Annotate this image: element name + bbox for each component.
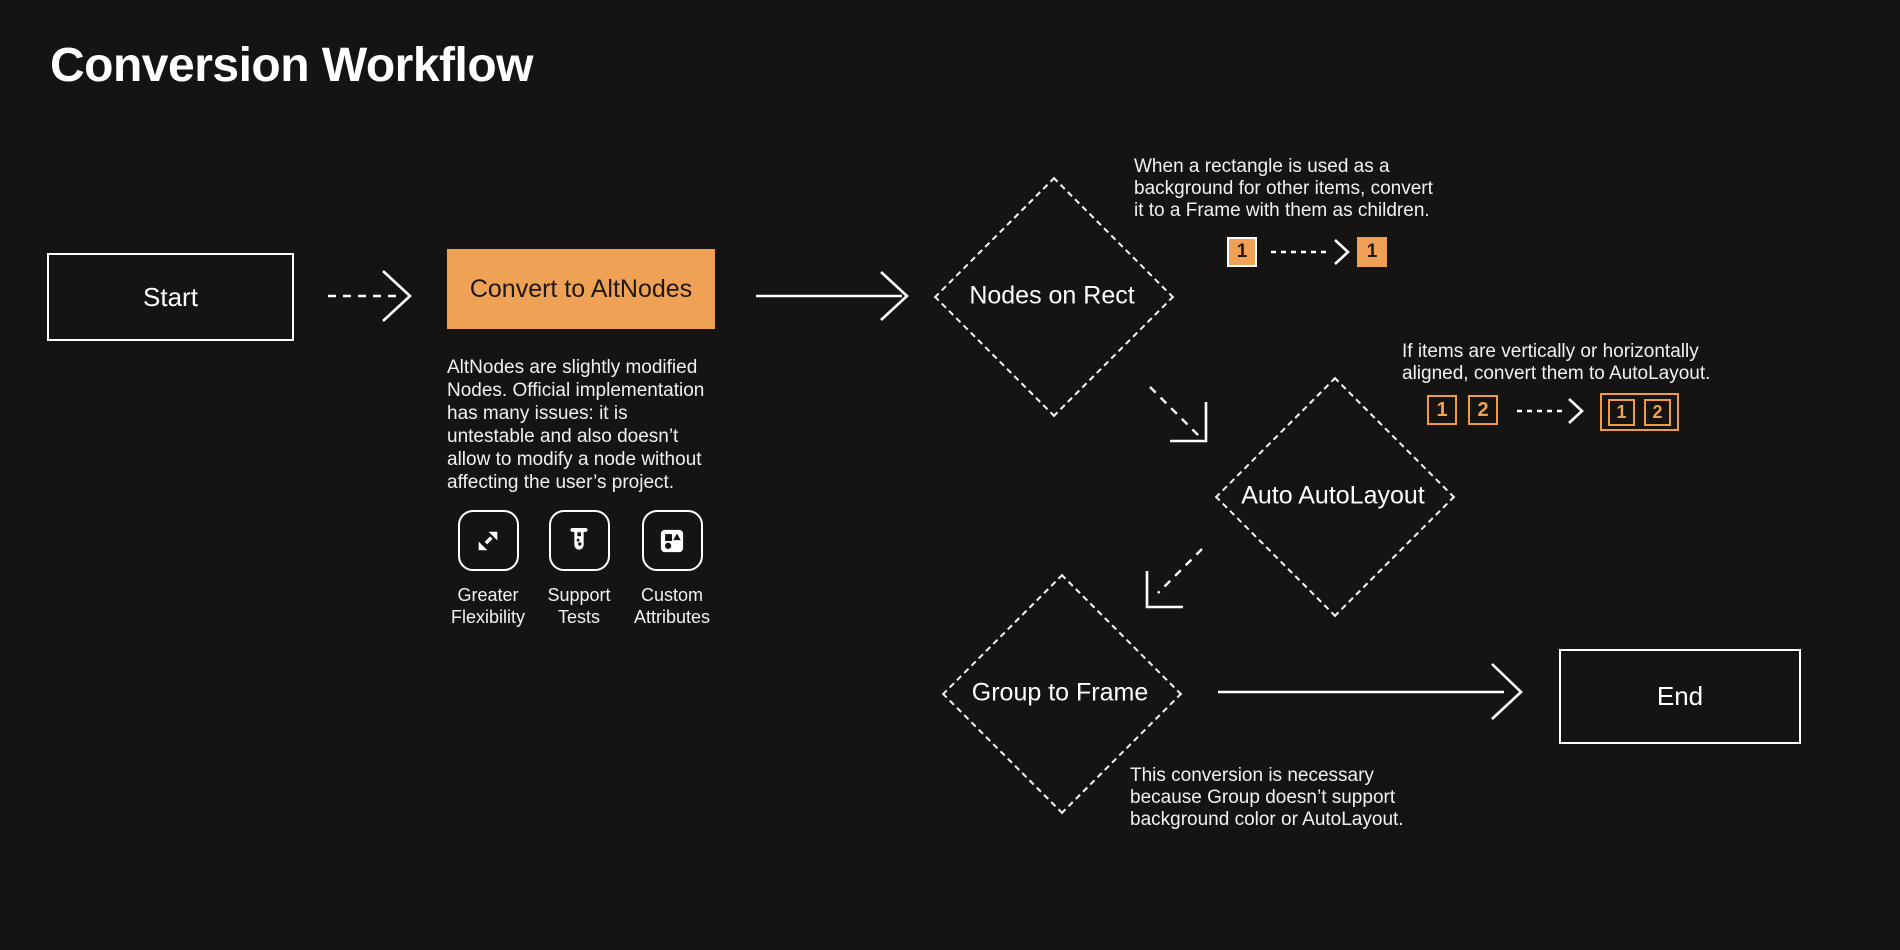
start-node[interactable]: Start (47, 253, 294, 341)
arrow-convert-to-nodes-on-rect (756, 271, 909, 321)
feature-greater-flexibility: Greater Flexibility (427, 510, 549, 628)
nodes-on-rect-label: Nodes on Rect (969, 281, 1135, 310)
rect-square-1: 1 (1227, 237, 1257, 267)
arrow-rect-becomes-frame (1271, 239, 1350, 265)
autolayout-note: If items are vertically or horizontally … (1402, 341, 1711, 384)
result-square-2: 2 (1644, 398, 1671, 426)
frame-square-1: 1 (1357, 237, 1387, 267)
rect-to-frame-note: When a rectangle is used as a background… (1134, 156, 1433, 221)
result-square-1: 1 (1608, 398, 1635, 426)
expand-arrows-icon (457, 510, 519, 571)
item-square-2: 2 (1468, 395, 1498, 425)
square-number: 1 (1436, 398, 1448, 421)
square-number: 2 (1477, 398, 1489, 421)
group-to-frame-label: Group to Frame (971, 678, 1149, 707)
end-node-label: End (1656, 681, 1704, 711)
convert-node-label: Convert to AltNodes (469, 274, 693, 303)
item-square-1: 1 (1427, 395, 1457, 425)
group-to-frame-note: This conversion is necessary because Gro… (1130, 765, 1404, 830)
arrow-group-to-frame-to-end (1218, 663, 1523, 720)
feature-label: Custom Attributes (633, 585, 711, 627)
square-number: 1 (1366, 241, 1378, 262)
square-number: 2 (1652, 401, 1663, 422)
auto-autolayout-label: Auto AutoLayout (1241, 481, 1425, 510)
arrow-nodes-on-rect-to-auto-autolayout (1149, 386, 1208, 443)
square-number: 1 (1236, 241, 1248, 262)
shapes-icon (641, 510, 703, 571)
feature-support-tests: Support Tests (518, 510, 640, 628)
convert-to-altnodes-node[interactable]: Convert to AltNodes (447, 249, 715, 329)
arrow-start-to-convert (328, 270, 412, 322)
altnodes-description: AltNodes are slightly modified Nodes. Of… (447, 357, 705, 493)
test-tube-icon (548, 510, 610, 571)
feature-custom-attributes: Custom Attributes (611, 510, 733, 628)
arrow-items-become-autolayout (1517, 398, 1584, 424)
autolayout-result-frame: 1 2 (1600, 393, 1679, 431)
arrow-auto-autolayout-to-group-to-frame (1145, 548, 1203, 609)
feature-label: Support Tests (547, 585, 611, 627)
feature-label: Greater Flexibility (450, 585, 525, 627)
square-number: 1 (1616, 401, 1627, 422)
start-node-label: Start (143, 281, 198, 312)
end-node[interactable]: End (1559, 649, 1801, 744)
page-title: Conversion Workflow (50, 39, 534, 92)
